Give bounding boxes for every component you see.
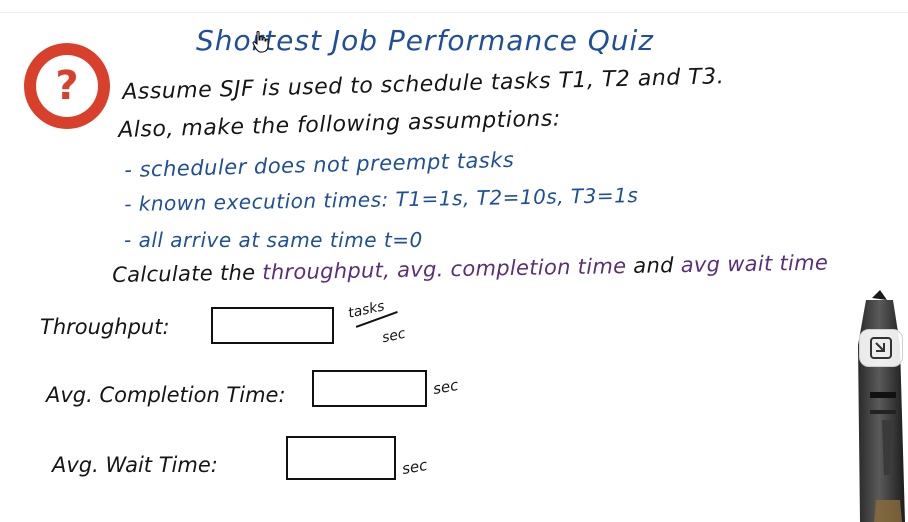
hand-pointer-icon: [252, 31, 269, 53]
wait-answer-box[interactable]: [286, 436, 396, 480]
quiz-title: Shortest Job Performance Quiz: [196, 24, 654, 57]
assumption-3: - all arrive at same time t=0: [124, 228, 423, 252]
throughput-answer-box[interactable]: [211, 307, 334, 344]
wait-unit: sec: [400, 455, 429, 479]
exit-fullscreen-button[interactable]: [859, 329, 903, 367]
calc-throughput: throughput: [262, 258, 384, 285]
calculate-line: Calculate the throughput, avg. completio…: [112, 251, 828, 287]
calc-wait: avg wait time: [680, 250, 829, 278]
throughput-label: Throughput:: [40, 315, 170, 339]
wait-label: Avg. Wait Time:: [52, 453, 218, 477]
completion-label: Avg. Completion Time:: [46, 383, 286, 407]
quiz-question-icon: ?: [24, 43, 110, 129]
calc-and: and: [633, 253, 674, 278]
throughput-unit-bottom: sec: [380, 325, 408, 347]
exit-fullscreen-icon: [870, 337, 892, 359]
completion-answer-box[interactable]: [312, 370, 427, 407]
top-divider: [0, 12, 908, 13]
problem-line-1-text: Assume SJF is used to schedule tasks T1,…: [122, 64, 725, 105]
problem-line-2: Also, make the following assumptions:: [118, 106, 562, 143]
question-mark-glyph: ?: [55, 63, 79, 109]
problem-line-1: Assume SJF is used to schedule tasks T1,…: [122, 64, 724, 105]
assumption-1: - scheduler does not preempt tasks: [124, 147, 515, 182]
calc-prefix: Calculate the: [112, 260, 256, 287]
calc-completion: , avg. completion time: [382, 254, 627, 283]
assumption-2: - known execution times: T1=1s, T2=10s, …: [124, 183, 639, 216]
completion-unit: sec: [431, 375, 460, 399]
